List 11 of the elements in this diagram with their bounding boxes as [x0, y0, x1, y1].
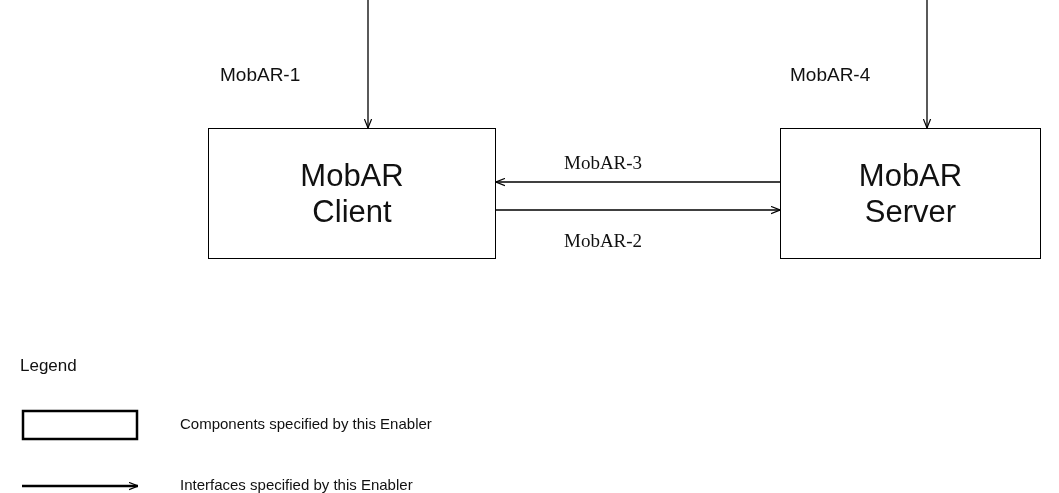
interface-arrow [363, 0, 373, 129]
component-box [780, 128, 1041, 259]
component-box [208, 128, 496, 259]
legend-text: Interfaces specified by this Enabler [180, 476, 413, 493]
legend-heading: Legend [20, 356, 77, 376]
interface-arrow [922, 0, 932, 129]
legend-text: Components specified by this Enabler [180, 415, 432, 432]
component-name: MobAR Client [299, 157, 405, 230]
interface-arrow [495, 205, 781, 215]
interface-arrow [495, 177, 781, 187]
component-name: MobAR Server [857, 157, 964, 230]
